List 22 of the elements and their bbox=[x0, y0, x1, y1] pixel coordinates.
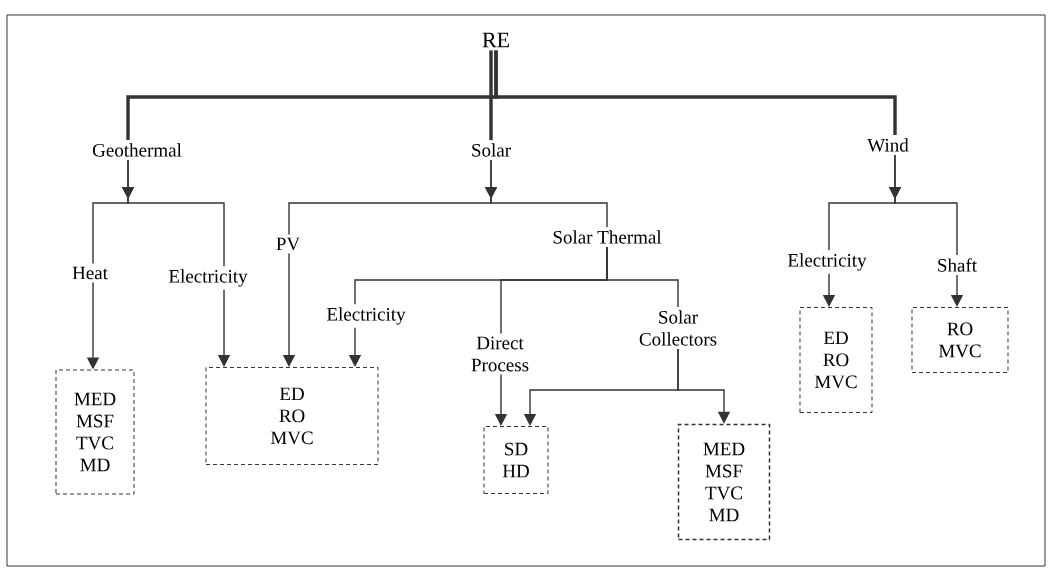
category-label: Solar Thermal bbox=[553, 230, 662, 244]
category-label: Shaft bbox=[938, 258, 977, 272]
category-label: Electricity bbox=[169, 269, 248, 287]
category-label: Geothermal bbox=[92, 143, 182, 157]
connector-line bbox=[489, 50, 493, 141]
method-box: RO MVC bbox=[911, 307, 1009, 373]
category-label: Direct Process bbox=[471, 336, 529, 372]
method-box: MED MSF TVC MD bbox=[677, 423, 771, 541]
category-label: Electricity bbox=[788, 253, 867, 271]
category-label: Heat bbox=[72, 266, 108, 280]
method-box: SD HD bbox=[483, 426, 549, 494]
method-box: MED MSF TVC MD bbox=[55, 369, 135, 495]
category-label: Solar bbox=[472, 143, 511, 157]
category-label: Electricity bbox=[327, 307, 406, 325]
category-label: PV bbox=[276, 237, 300, 251]
category-label: Wind bbox=[867, 138, 909, 152]
category-label: Solar Collectors bbox=[639, 310, 717, 346]
connector-line bbox=[494, 50, 897, 136]
connector-line bbox=[606, 246, 679, 308]
method-box: ED RO MVC bbox=[799, 307, 873, 413]
method-box: ED RO MVC bbox=[205, 367, 379, 465]
category-label: RE bbox=[482, 32, 509, 48]
